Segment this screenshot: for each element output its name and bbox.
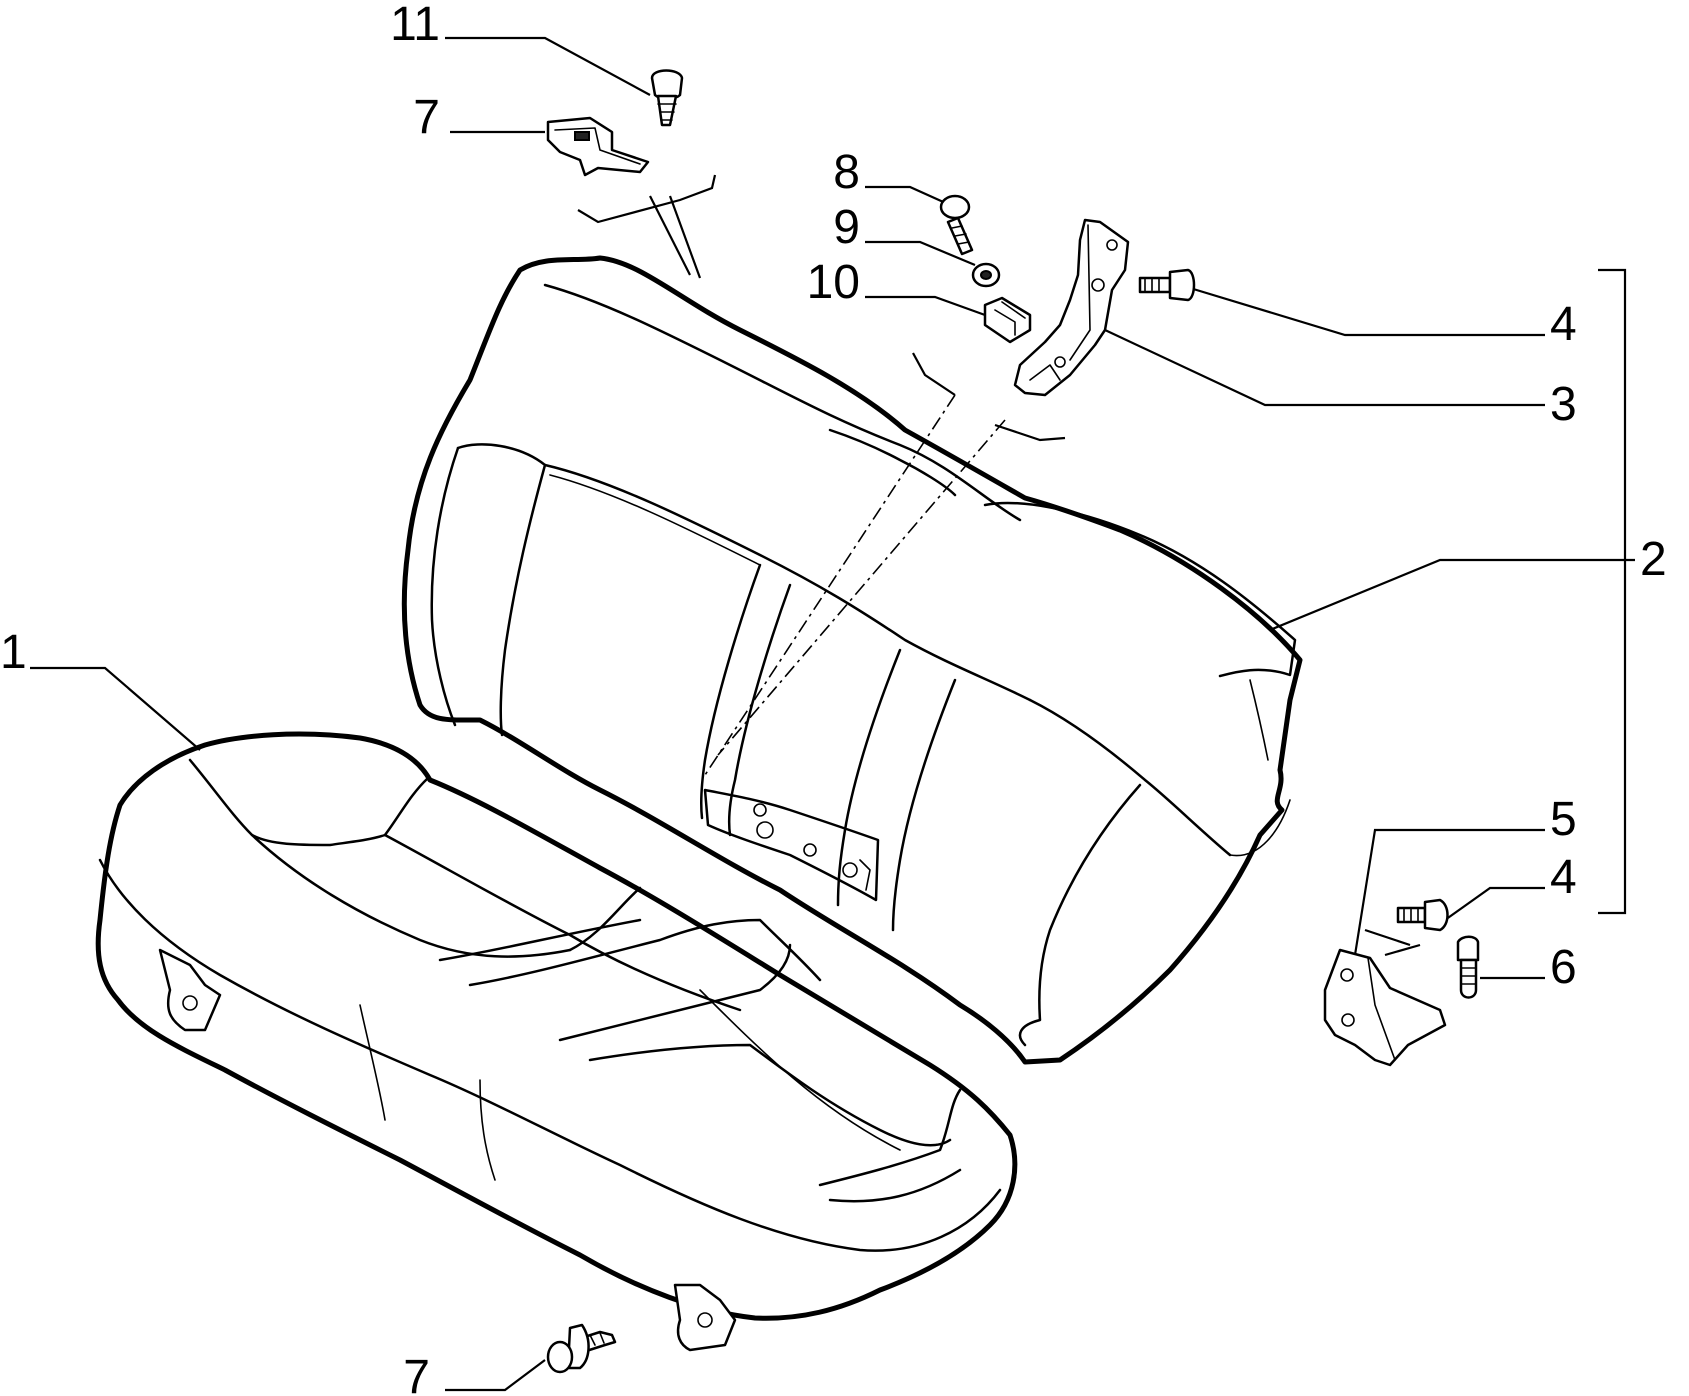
screw-7-lower [546,1323,617,1374]
callout-11: 11 [390,0,440,51]
screw-4-upper [1138,268,1196,302]
screw-11 [650,69,684,127]
callout-8: 8 [833,146,860,199]
callout-2: 2 [1640,533,1667,586]
callout-3: 3 [1550,378,1577,431]
callout-9: 9 [833,201,860,254]
bracket-5 [1323,948,1447,1067]
hinge-bracket [1013,218,1130,397]
screw-4-lower [1396,898,1449,932]
clip-10 [983,296,1032,344]
callout-4-upper: 4 [1550,298,1577,351]
clip-7-upper [546,116,650,177]
callout-1: 1 [0,626,27,679]
screw-8 [939,194,974,256]
leader-lines [30,36,1635,1392]
stud-6 [1456,935,1480,999]
seat-cushion [95,731,1018,1352]
callout-5: 5 [1550,793,1577,846]
callout-10: 10 [807,256,860,309]
callout-7-upper: 7 [413,91,440,144]
callout-7-lower: 7 [403,1351,430,1396]
callout-4-lower: 4 [1550,851,1577,904]
callout-6: 6 [1550,941,1577,994]
seat-backrest [401,255,1303,1065]
washer-9 [971,262,1001,288]
